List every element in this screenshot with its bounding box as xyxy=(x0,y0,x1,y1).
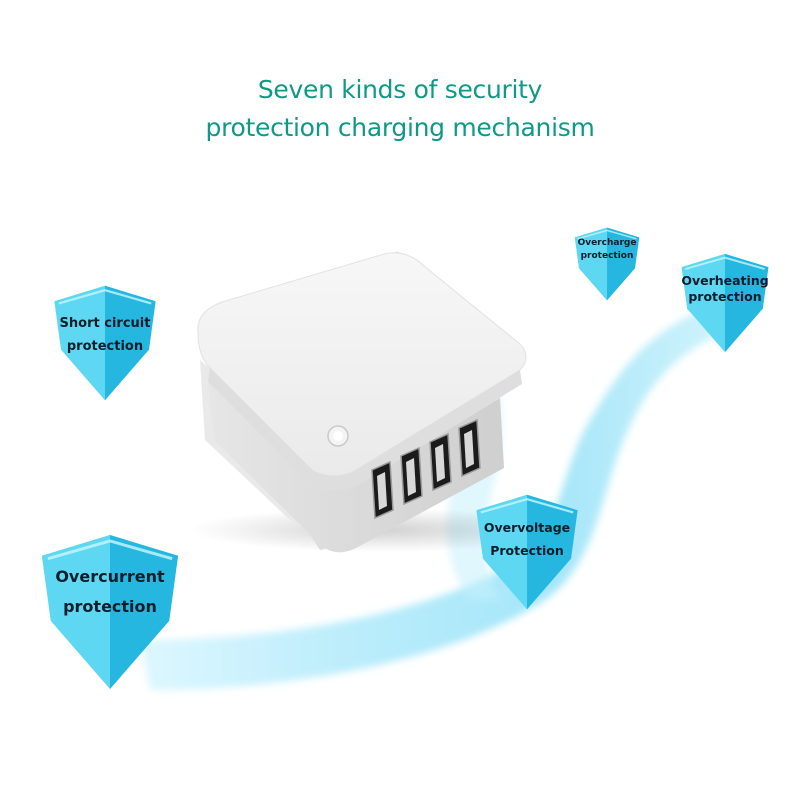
badge-overcurrent-line2: protection xyxy=(63,597,157,617)
shield-icon xyxy=(681,253,769,353)
badge-short-circuit-line1: Short circuit xyxy=(59,316,151,331)
badge-overcharge: Overcharge protection xyxy=(572,226,642,302)
badge-overcharge-line2: protection xyxy=(580,251,634,262)
heading-line-2: protection charging mechanism xyxy=(205,113,595,142)
heading-line-1: Seven kinds of security xyxy=(257,75,543,104)
badge-overcurrent-line1: Overcurrent xyxy=(55,567,165,586)
badge-overvoltage-line2: Protection xyxy=(490,543,564,559)
shield-icon xyxy=(54,285,156,401)
shield-icon xyxy=(476,494,578,610)
badge-overheating-line1: Overheating xyxy=(681,273,769,288)
shield-icon xyxy=(41,535,179,689)
badge-short-circuit-line2: protection xyxy=(66,339,144,355)
badge-overcurrent: Overcurrent protection xyxy=(36,530,184,694)
badge-overcharge-line1: Overcharge xyxy=(577,238,637,248)
badge-overheating: Overheating protection xyxy=(676,252,774,354)
usb-ports xyxy=(371,418,481,520)
badge-short-circuit: Short circuit protection xyxy=(50,282,160,404)
shield-icon xyxy=(574,227,640,301)
usb-charger-image xyxy=(190,251,570,553)
badge-overvoltage: Overvoltage Protection xyxy=(472,490,582,614)
badge-overheating-line2: protection xyxy=(688,289,762,305)
badge-overvoltage-line1: Overvoltage xyxy=(483,520,571,535)
